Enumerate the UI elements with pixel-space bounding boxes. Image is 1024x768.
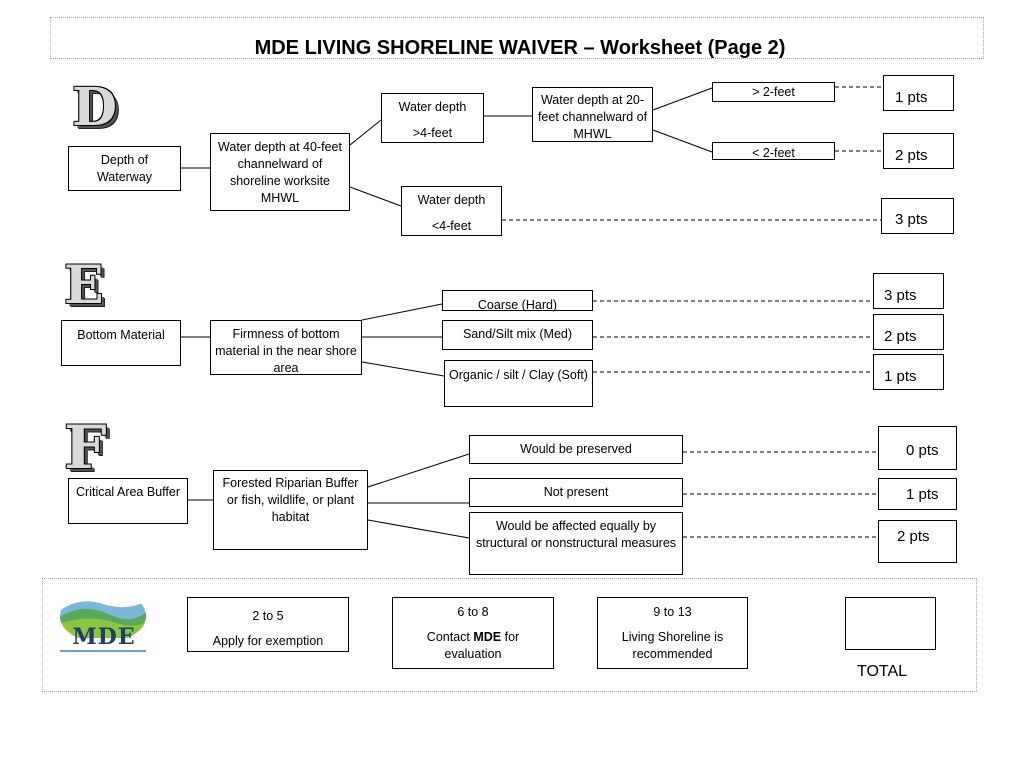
connector-e-soft — [361, 361, 445, 377]
total-label: TOTAL — [856, 663, 908, 680]
f-pts-1: 1 pts — [878, 478, 957, 510]
connector-d-deep — [349, 119, 382, 146]
f-option-preserved: Would be preserved — [469, 435, 683, 464]
f-pts-0: 0 pts — [878, 426, 957, 470]
mde-logo: MDE — [58, 588, 148, 654]
d-over2-box: > 2-feet — [712, 82, 835, 102]
f-option-notpresent: Not present — [469, 478, 683, 507]
e-option-med: Sand/Silt mix (Med) — [442, 320, 593, 350]
connector-f-affected — [367, 519, 470, 539]
d-deep-question-box: Water depth at 20-feet channelward of MH… — [532, 87, 653, 142]
scoring-frame — [42, 578, 977, 692]
section-letter-d: D — [72, 77, 120, 138]
score-action-1: Apply for exemption — [212, 634, 324, 648]
f-category-box: Critical Area Buffer — [68, 478, 188, 524]
title-frame — [50, 17, 984, 59]
logo-text: MDE — [72, 624, 136, 650]
connector-d-under2 — [652, 129, 713, 153]
score-range-1: 2 to 5 — [252, 609, 284, 623]
score-range-box-2: 6 to 8 Contact MDE for evaluation — [392, 597, 554, 669]
score-range-3: 9 to 13 — [653, 605, 692, 619]
connector-d-over2 — [652, 87, 713, 111]
d-shallow-box: Water depth <4-feet — [401, 186, 502, 236]
d-pts-2: 2 pts — [883, 133, 954, 169]
page-title: MDE LIVING SHORELINE WAIVER – Worksheet … — [254, 37, 786, 59]
score-action-2: Contact MDE for evaluation — [397, 629, 549, 663]
logo-underline — [60, 650, 146, 652]
e-question-box: Firmness of bottom material in the near … — [210, 320, 362, 375]
total-input-box[interactable] — [845, 597, 936, 650]
e-pts-1: 1 pts — [873, 354, 944, 390]
d-pts-1: 1 pts — [883, 75, 954, 111]
connector-e-coarse — [361, 303, 443, 321]
score-action-2-pre: Contact — [426, 630, 474, 644]
score-range-2: 6 to 8 — [457, 605, 489, 619]
d-under2-box: < 2-feet — [712, 142, 835, 160]
section-letter-f: F — [64, 413, 109, 483]
f-pts-2: 2 pts — [878, 520, 957, 563]
score-action-2-post: for evaluation — [444, 630, 520, 661]
section-letter-e: E — [64, 255, 106, 316]
score-action-2-bold: MDE — [473, 630, 502, 644]
f-option-affected: Would be affected equally by structural … — [469, 512, 683, 575]
e-option-coarse: Coarse (Hard) — [442, 290, 593, 312]
f-question-box: Forested Riparian Buffer or fish, wildli… — [213, 470, 368, 550]
connector-d-shallow — [349, 186, 402, 207]
score-action-3: Living Shoreline is recommended — [621, 630, 724, 661]
e-pts-3: 3 pts — [873, 273, 944, 309]
e-category-box: Bottom Material — [61, 320, 181, 366]
e-pts-2: 2 pts — [873, 314, 944, 350]
landscape-logo-icon — [60, 589, 146, 643]
d-question-box: Water depth at 40-feet channelward of sh… — [210, 133, 350, 211]
score-range-box-3: 9 to 13 Living Shoreline is recommended — [597, 597, 748, 669]
connector-f-preserved — [367, 453, 470, 488]
d-category-box: Depth of Waterway — [68, 146, 181, 191]
d-deep-box: Water depth >4-feet — [381, 93, 484, 143]
e-option-soft: Organic / silt / Clay (Soft) — [444, 360, 593, 407]
score-range-box-1: 2 to 5 Apply for exemption — [187, 597, 349, 652]
d-pts-3: 3 pts — [881, 198, 954, 234]
